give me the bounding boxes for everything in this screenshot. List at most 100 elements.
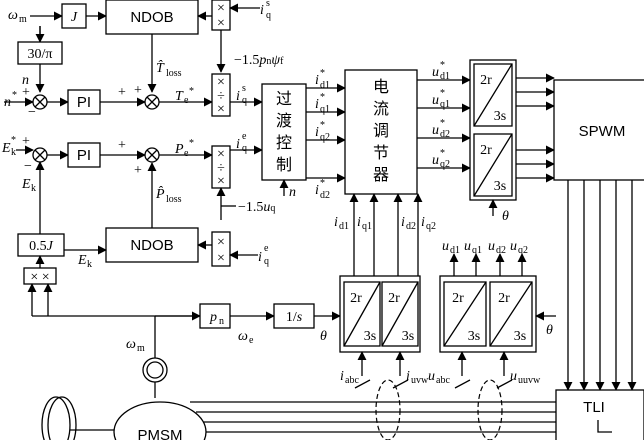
svg-text:+: + [22,134,30,149]
svg-text:u: u [510,239,517,254]
svg-text:3s: 3s [364,329,376,344]
svg-text:s: s [266,0,270,9]
svg-text:*: * [11,135,16,146]
svg-text:*: * [189,86,194,97]
svg-text:2r: 2r [350,291,362,306]
svg-text:i: i [315,125,319,140]
svg-text:u: u [432,65,439,80]
svg-text:×: × [217,251,225,266]
svg-text:3s: 3s [514,329,526,344]
is-top-label: i [260,3,264,18]
svg-text:PI: PI [77,147,91,164]
theta-right-label: θ [546,323,553,338]
pn-label: p [209,310,217,325]
svg-text:*: * [12,90,17,101]
theta-top-label: θ [502,209,509,224]
svg-text:e: e [184,95,189,106]
uq-gain-label: −1.5uq [238,200,275,215]
svg-text:uuvw: uuvw [518,375,541,386]
svg-text:3s: 3s [494,179,506,194]
svg-text:u: u [428,369,435,384]
svg-text:u: u [432,93,439,108]
svg-text:e: e [242,131,247,142]
svg-text:abc: abc [345,375,359,386]
svg-text:3s: 3s [494,109,506,124]
svg-text:*: * [320,120,325,131]
n-trans-label: n [289,185,296,200]
spwm-block [553,79,644,181]
transition-control-text: 过 渡 控 制 [276,89,292,174]
svg-text:TLI: TLI [583,399,605,416]
svg-text:*: * [189,138,194,149]
svg-text:3s: 3s [468,329,480,344]
svg-text:u: u [432,153,439,168]
svg-text:+: + [134,163,142,178]
svg-text:×: × [217,147,225,162]
svg-text:q1: q1 [362,221,372,232]
svg-text:u: u [464,239,471,254]
divider-top [211,73,231,117]
svg-text:u: u [510,369,517,384]
svg-text:i: i [315,183,319,198]
svg-text:q2: q2 [440,159,450,170]
svg-text:控: 控 [276,133,292,152]
svg-text:u: u [488,239,495,254]
p-loss-label: P̂ [155,186,165,202]
svg-text:d2: d2 [406,221,416,232]
svg-text:×: × [217,102,225,117]
svg-text:e: e [249,335,254,346]
svg-text:×: × [217,16,225,31]
svg-text:i: i [406,369,410,384]
te-ref-label: T [175,89,184,104]
ek-ref-label: E [1,141,11,156]
svg-text:制: 制 [276,155,292,174]
svg-text:q1: q1 [440,99,450,110]
svg-text:q2: q2 [320,132,330,143]
svg-text:× ×: × × [30,270,49,285]
pn-block [199,303,231,329]
svg-text:uvw: uvw [411,375,429,386]
current-regulator-text: 电 流 调 节 器 [373,77,389,184]
svg-text:2r: 2r [452,291,464,306]
svg-text:q1: q1 [320,104,330,115]
svg-text:过: 过 [276,89,292,108]
pi-power [67,142,101,168]
svg-text:2r: 2r [388,291,400,306]
svg-text:i: i [357,215,361,230]
t-loss-label: T̂ [156,60,165,76]
svg-text:2r: 2r [498,291,510,306]
svg-text:d1: d1 [320,80,330,91]
svg-text:NDOB: NDOB [130,237,173,254]
svg-text:*: * [440,60,445,71]
gain-30-pi-label: 30/π [28,47,53,62]
svg-text:−: − [28,105,36,120]
pmsm [113,401,207,440]
svg-text:*: * [440,148,445,159]
svg-text:k: k [11,147,16,158]
svg-text:loss: loss [166,194,182,205]
svg-text:i: i [401,215,405,230]
svg-text:q: q [242,143,247,154]
ndob-top-label: NDOB [130,9,173,26]
svg-text:n: n [219,316,224,327]
svg-text:d2: d2 [496,245,506,256]
svg-text:k: k [87,259,92,270]
omega-e-label: ω [238,329,248,344]
iqe-label: i [236,137,240,152]
svg-text:d2: d2 [440,129,450,140]
svg-text:÷: ÷ [217,161,225,176]
svg-text:m: m [137,343,145,354]
svg-text:×: × [217,174,225,189]
